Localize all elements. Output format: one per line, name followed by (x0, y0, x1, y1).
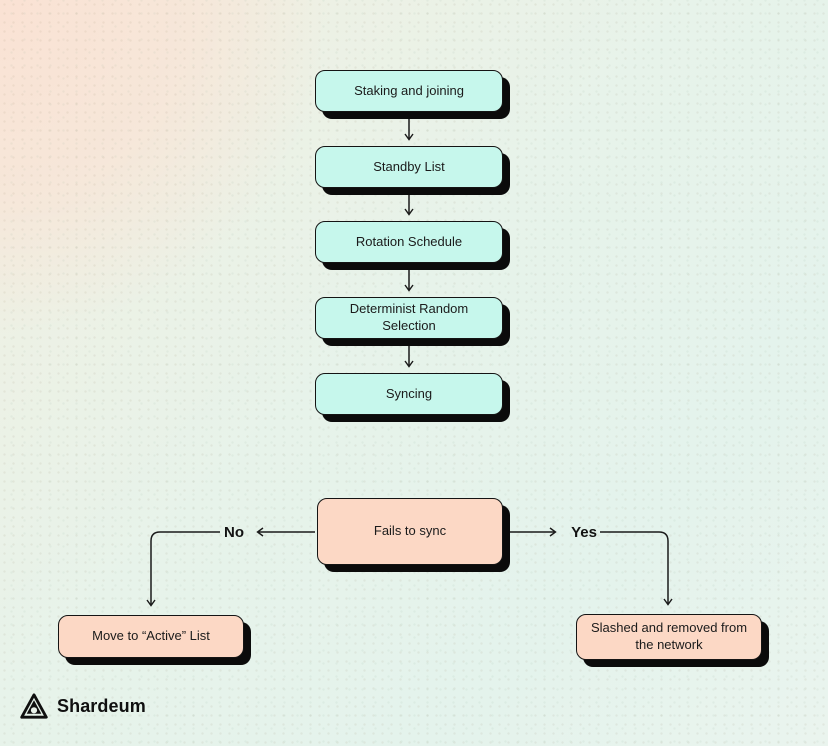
flow-node-standby: Standby List (315, 146, 503, 188)
flow-node-move-to-active: Move to “Active” List (58, 615, 244, 658)
flow-node-label: Fails to sync (373, 523, 447, 539)
flow-node-staking: Staking and joining (315, 70, 503, 112)
flow-node-selection: Determinist Random Selection (315, 297, 503, 339)
flow-node-slashed: Slashed and removed from the network (576, 614, 762, 660)
flow-node-label: Slashed and removed from the network (590, 620, 748, 652)
flow-node-label: Standby List (373, 158, 445, 174)
flow-node-label: Staking and joining (354, 82, 464, 98)
flow-node-fails-to-sync: Fails to sync (317, 498, 503, 565)
edge-label-yes: Yes (571, 524, 597, 541)
flow-node-label: Move to “Active” List (92, 628, 210, 644)
flow-node-rotation: Rotation Schedule (315, 221, 503, 263)
brand-footer: Shardeum (20, 693, 146, 719)
shardeum-logo-icon (20, 693, 48, 719)
flow-node-label: Rotation Schedule (355, 233, 463, 249)
flow-node-label: Determinist Random Selection (349, 301, 469, 333)
edge-label-no: No (224, 524, 244, 541)
arrow-no-active (146, 531, 220, 607)
flow-node-label: Syncing (385, 385, 433, 401)
brand-name: Shardeum (57, 695, 146, 716)
flow-node-syncing: Syncing (315, 373, 503, 415)
arrow-yes-slashed (600, 531, 673, 606)
